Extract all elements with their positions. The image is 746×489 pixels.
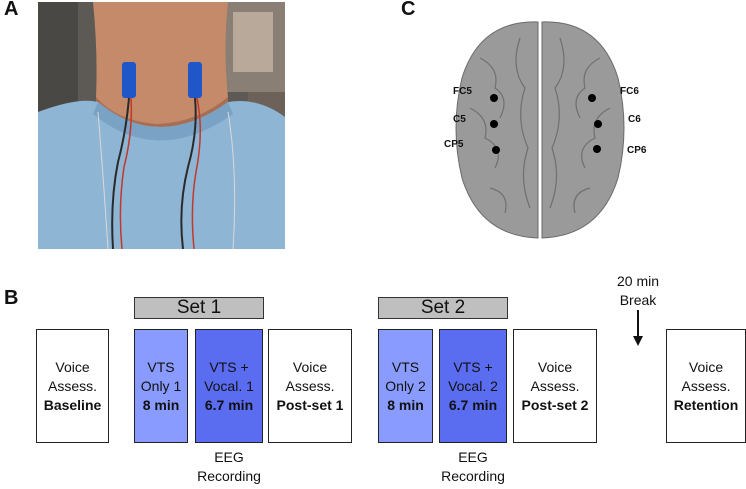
post-set-2-box: Voice Assess. Post-set 2 <box>513 329 597 443</box>
label-fc6: FC6 <box>620 86 639 97</box>
box-line-1: Voice <box>688 358 724 375</box>
electrode-c5 <box>490 120 498 128</box>
box-line-3: Retention <box>673 396 739 413</box>
label-c5: C5 <box>453 114 466 125</box>
box-line-3: 6.7 min <box>448 396 498 413</box>
label-fc5: FC5 <box>453 86 472 97</box>
eeg-line-1: EEG <box>214 449 244 465</box>
set-2-bar: Set 2 <box>378 297 508 319</box>
post-set-1-box: Voice Assess. Post-set 1 <box>268 329 352 443</box>
box-line-3: 8 min <box>142 396 180 413</box>
break-line-2: Break <box>619 292 657 308</box>
neck-photo <box>38 2 285 249</box>
box-line-1: Voice <box>55 358 90 375</box>
label-c6: C6 <box>628 114 641 125</box>
box-line-3: 6.7 min <box>204 396 254 413</box>
vts-only-1-box: VTS Only 1 8 min <box>134 329 188 443</box>
box-line-2: Only 1 <box>140 377 182 394</box>
box-line-3: Post-set 2 <box>521 396 589 413</box>
electrode-c6 <box>594 120 602 128</box>
box-line-3: Post-set 1 <box>276 396 344 413</box>
box-line-1: VTS <box>147 358 175 375</box>
panel-label-c: C <box>401 0 416 20</box>
eeg-line-1: EEG <box>458 449 488 465</box>
break-line-1: 20 min <box>616 273 660 289</box>
break-arrow-icon <box>633 310 643 346</box>
break-label: 20 min Break <box>598 272 678 310</box>
box-line-1: VTS <box>391 358 420 375</box>
electrode-fc6 <box>588 94 596 102</box>
electrode-fc5 <box>490 94 498 102</box>
box-line-1: VTS + <box>453 358 493 375</box>
box-line-2: Assess. <box>285 377 335 394</box>
box-line-3: Baseline <box>43 396 102 413</box>
box-line-2: Only 2 <box>385 377 426 394</box>
electrode-cp5 <box>492 146 500 154</box>
box-line-2: Vocal. 2 <box>448 377 498 394</box>
baseline-box: Voice Assess. Baseline <box>36 329 109 443</box>
box-line-3: 8 min <box>387 396 424 413</box>
box-line-1: Voice <box>292 358 328 375</box>
electrode-cp6 <box>593 145 601 153</box>
eeg-recording-2: EEG Recording <box>418 448 528 486</box>
box-line-1: Voice <box>537 358 573 375</box>
set-1-bar: Set 1 <box>134 297 264 319</box>
retention-box: Voice Assess. Retention <box>666 329 746 443</box>
box-line-2: Assess. <box>530 377 580 394</box>
box-line-1: VTS + <box>209 358 249 375</box>
brain-diagram <box>455 21 625 239</box>
vts-vocal-2-box: VTS + Vocal. 2 6.7 min <box>439 329 507 443</box>
panel-label-b: B <box>4 287 19 309</box>
box-line-2: Assess. <box>47 377 97 394</box>
label-cp6: CP6 <box>627 145 647 156</box>
eeg-line-2: Recording <box>441 468 505 484</box>
box-line-2: Assess. <box>681 377 731 394</box>
panel-label-a: A <box>4 0 19 20</box>
vts-only-2-box: VTS Only 2 8 min <box>378 329 433 443</box>
eeg-line-2: Recording <box>197 468 261 484</box>
box-line-2: Vocal. 1 <box>204 377 254 394</box>
eeg-recording-1: EEG Recording <box>174 448 284 486</box>
vts-vocal-1-box: VTS + Vocal. 1 6.7 min <box>195 329 263 443</box>
label-cp5: CP5 <box>444 139 464 150</box>
